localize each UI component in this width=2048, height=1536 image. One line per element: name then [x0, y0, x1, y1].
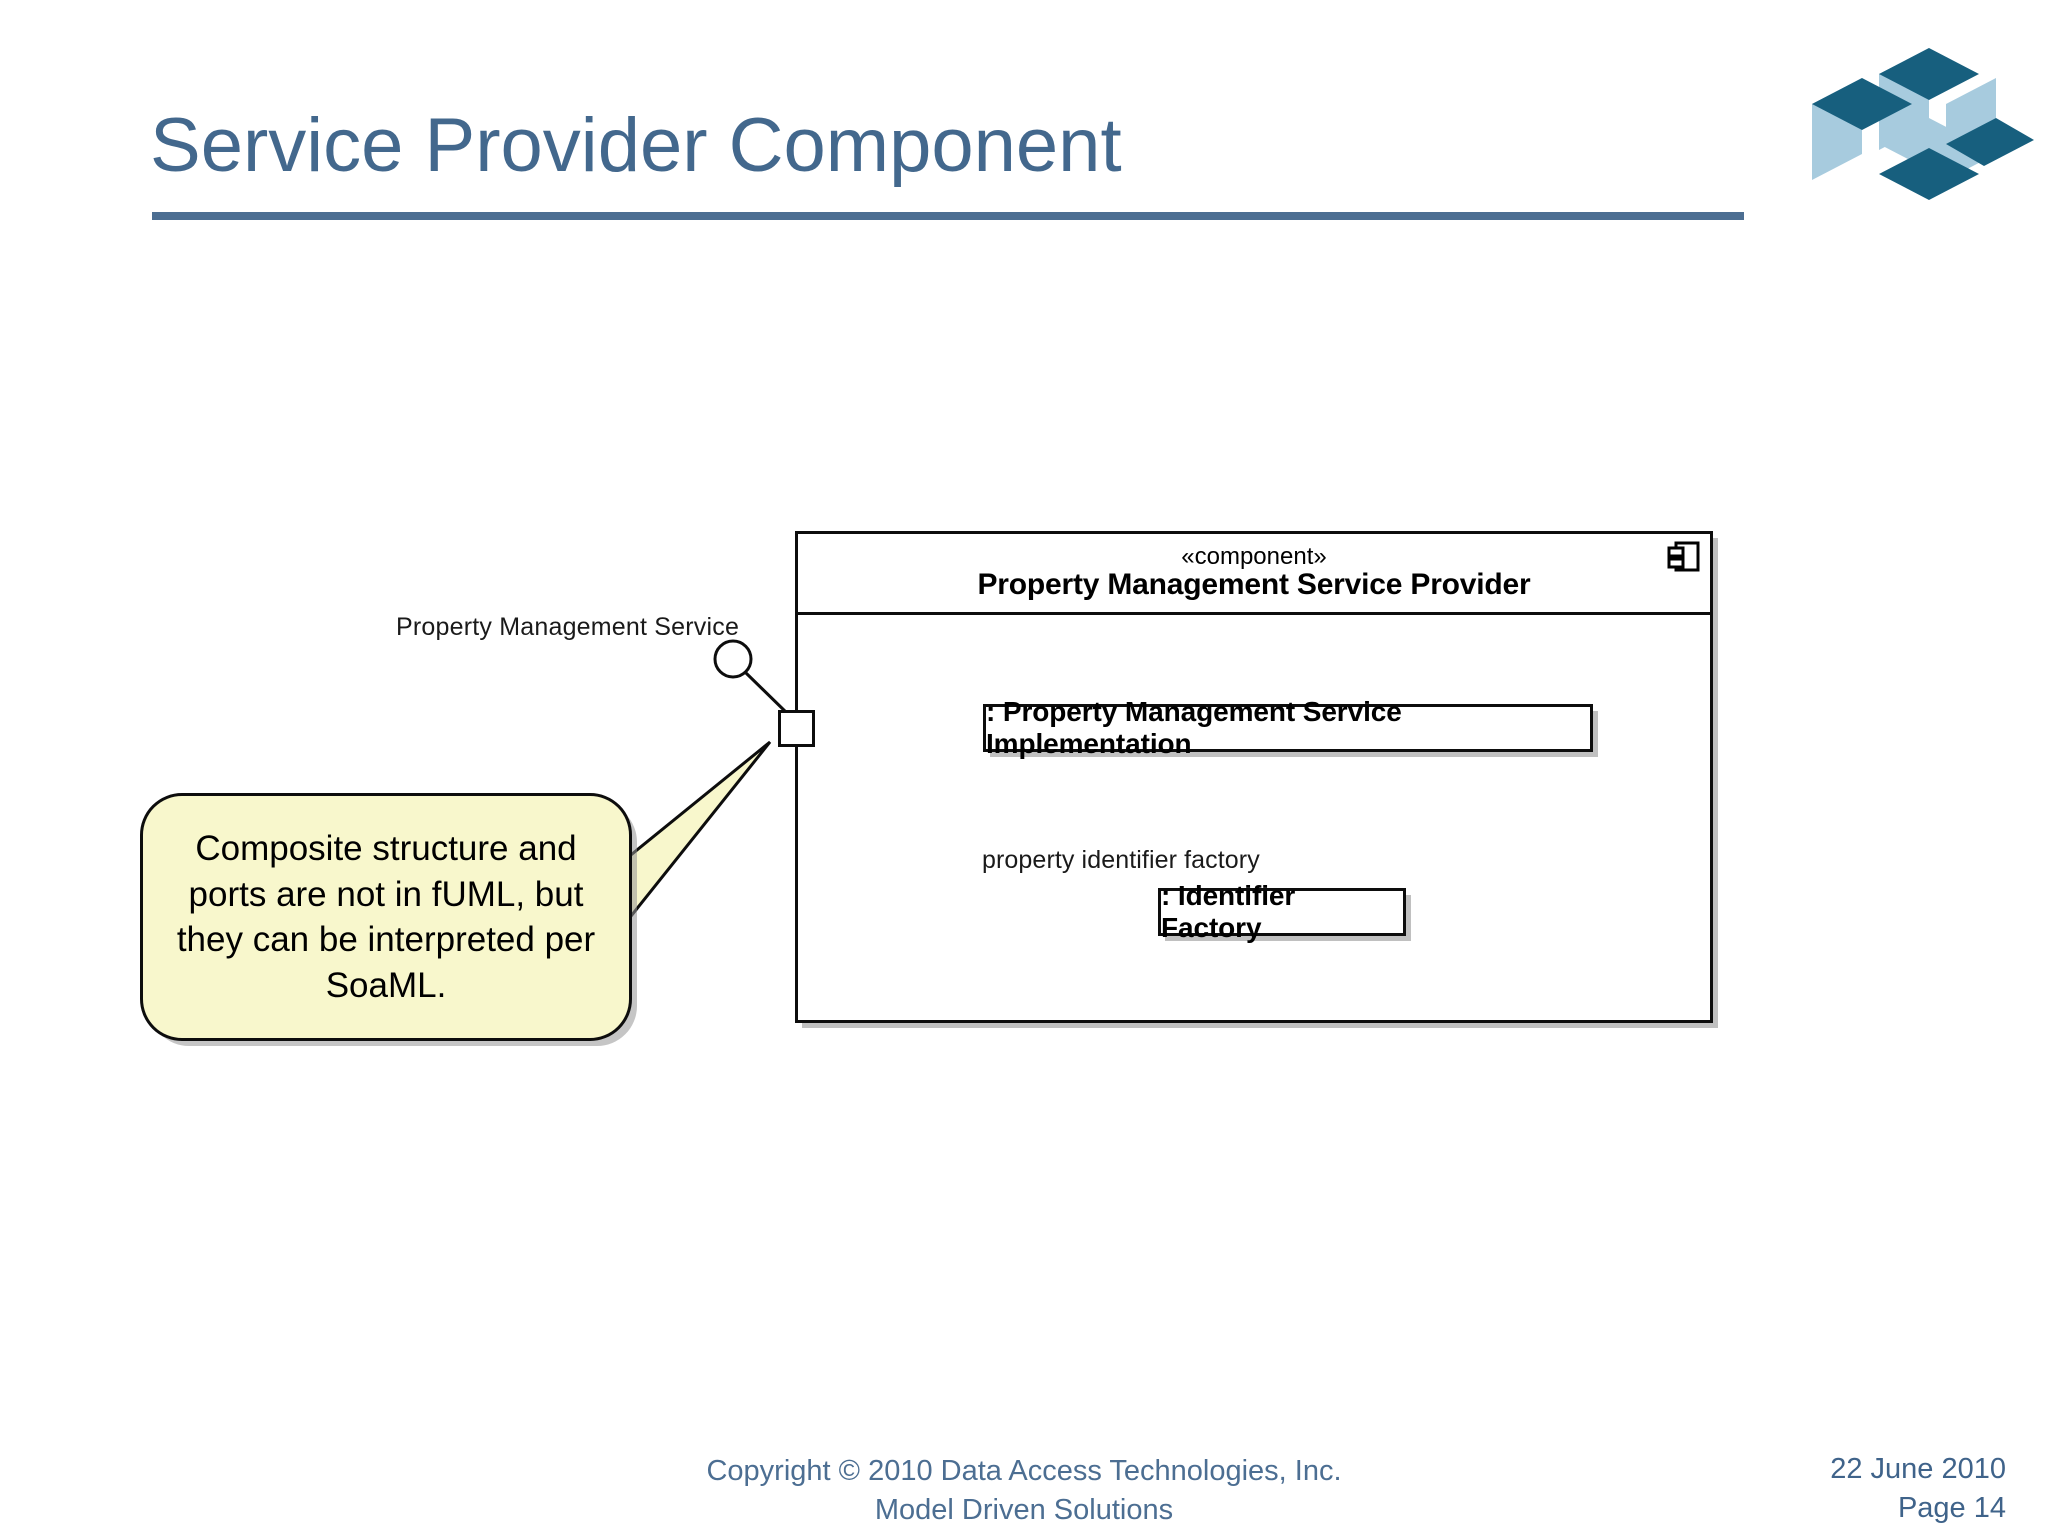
uml-component-icon — [1667, 541, 1700, 572]
part-identifier-factory[interactable]: : Identifier Factory — [1158, 880, 1406, 943]
component-property-management-service-provider[interactable]: «component» Property Management Service … — [795, 531, 1713, 1023]
component-stereotype: «component» — [1181, 543, 1327, 571]
provided-interface-label: Property Management Service — [396, 613, 740, 641]
footer-copyright-line1: Copyright © 2010 Data Access Technologie… — [706, 1455, 1342, 1487]
part-property-management-service-implementation[interactable]: : Property Management Service Implementa… — [983, 696, 1593, 759]
callout-note[interactable]: Composite structure and ports are not in… — [140, 793, 632, 1041]
footer-date-page: 22 June 2010 Page 14 — [1830, 1450, 2006, 1528]
footer-page-number: Page 14 — [1897, 1492, 2006, 1525]
component-name: Property Management Service Provider — [977, 568, 1531, 602]
provided-interface-lollipop-icon — [713, 639, 753, 679]
company-logo — [1812, 48, 2034, 200]
footer-copyright: Copyright © 2010 Data Access Technologie… — [0, 1452, 2048, 1529]
callout-note-text: Composite structure and ports are not in… — [176, 829, 596, 1005]
footer-copyright-line2: Model Driven Solutions — [874, 1493, 1174, 1526]
title-underline-rule — [152, 212, 1744, 220]
component-header: «component» Property Management Service … — [798, 534, 1710, 615]
service-port[interactable] — [778, 710, 815, 747]
page-title: Service Provider Component — [150, 103, 1122, 188]
role-label-property-identifier-factory: property identifier factory — [982, 846, 1260, 874]
footer-date: 22 June 2010 — [1830, 1453, 2006, 1485]
